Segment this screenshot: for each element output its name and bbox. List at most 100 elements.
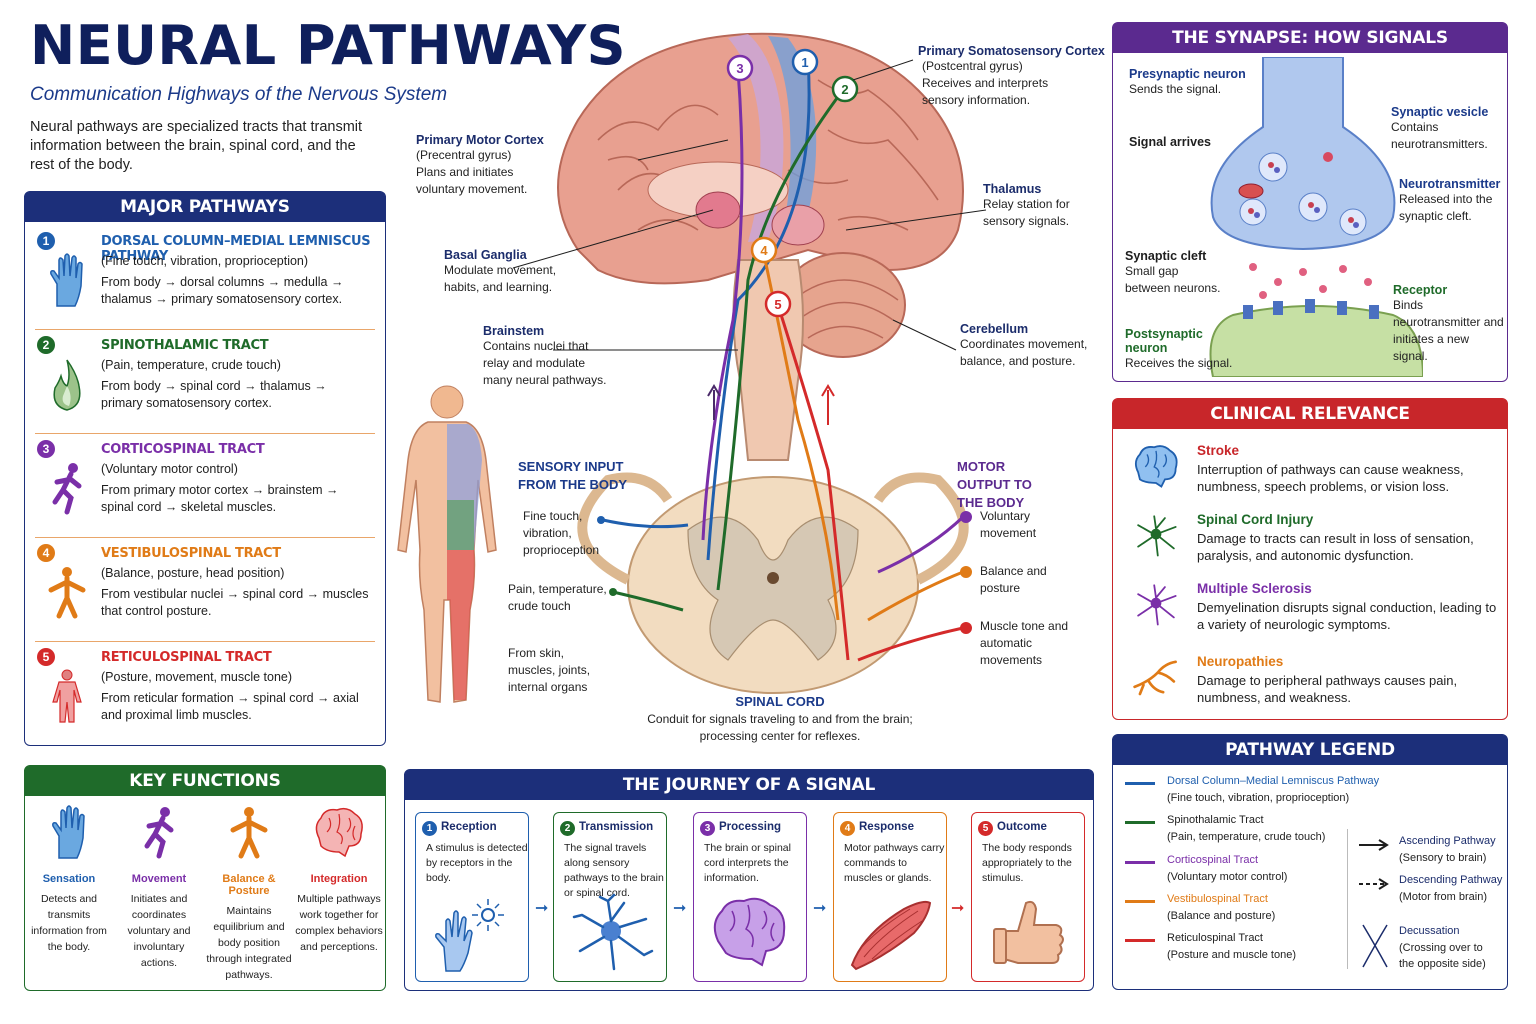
label-title: Basal Ganglia [444, 248, 527, 262]
label-title: Primary Motor Cortex [416, 133, 544, 147]
marker-circle-2 [831, 75, 859, 103]
brain-icon [713, 897, 786, 967]
label-title: Thalamus [983, 182, 1042, 196]
marker-text-3: 3 [736, 61, 743, 76]
step-arrow: ➞ [535, 900, 549, 917]
marker-text-1: 1 [801, 55, 808, 70]
clinical-desc: Demyelination disrupts signal conduction… [1197, 600, 1497, 632]
major-pathways-panel: MAJOR PATHWAYS 1 DORSAL COLUMN–MEDIAL LE… [24, 191, 386, 746]
marker-text-5: 5 [774, 297, 781, 312]
pathway-route: From body → spinal cord → thalamus → pri… [101, 379, 327, 410]
key-function-integration: Integration Multiple pathways work toget… [295, 802, 383, 955]
pathway-route: From body → dorsal columns → medulla → t… [101, 275, 344, 306]
pathway-route: From vestibular nuclei → spinal cord → m… [101, 587, 369, 618]
legend-sub: (Crossing over to [1399, 942, 1483, 954]
key-function-desc: Maintains equilibrium and body position … [206, 905, 292, 981]
synapse-label-signal-arrives: Signal arrives [1129, 135, 1211, 149]
clinical-desc: Damage to peripheral pathways causes pai… [1197, 673, 1458, 705]
legend-name: Spinothalamic Tract [1167, 814, 1264, 826]
pathway-line-spinothalamic [716, 89, 845, 591]
step-arrow: ➞ [673, 900, 687, 917]
label-fine-touch: Fine touch, vibration, proprioception [523, 509, 600, 557]
clinical-name: Spinal Cord Injury [1197, 512, 1314, 527]
legend-sub: (Fine touch, vibration, proprioception) [1167, 792, 1350, 804]
pathway-number: 4 [37, 544, 55, 562]
synapse-label-title: Neurotransmitter [1399, 177, 1501, 191]
pathway-sub: (Fine touch, vibration, proprioception) [101, 254, 309, 268]
synapse-heading: THE SYNAPSE: HOW SIGNALS COMMUNICATE [1113, 23, 1507, 78]
legend-name: Dorsal Column–Medial Lemniscus Pathway [1167, 775, 1380, 787]
postsynaptic-shape [1209, 305, 1423, 377]
label-sub: Plans and initiates voluntary movement. [416, 165, 528, 196]
hand-icon [52, 805, 85, 859]
key-function-name: Integration [310, 873, 368, 885]
pathway-item-reticulospinal: 5 RETICULOSPINAL TRACT (Posture, movemen… [35, 646, 375, 746]
cerebellum-folia [792, 279, 899, 339]
pathway-route: From primary motor cortex → brainstem → … [101, 483, 339, 514]
basal-ganglia-shape [695, 191, 741, 229]
legend-sub: (Balance and posture) [1167, 910, 1276, 922]
clinical-item-neuropathies: Neuropathies Damage to peripheral pathwa… [1123, 654, 1503, 724]
legend-sub: (Posture and muscle tone) [1167, 949, 1297, 961]
key-function-desc: Multiple pathways work together for comp… [295, 893, 383, 953]
neuron-icon [572, 893, 654, 971]
journey-step-processing: 3 Processing The brain or spinal cord in… [693, 812, 807, 982]
key-functions-heading: KEY FUNCTIONS [25, 766, 385, 796]
journey-step-response: 4 Response Motor pathways carry commands… [833, 812, 947, 982]
synapse-label-title: Presynaptic neuron [1129, 67, 1246, 81]
step-number: 4 [840, 821, 855, 836]
intro-text: Neural pathways are specialized tracts t… [30, 119, 363, 173]
pathway-name: DORSAL COLUMN–MEDIAL LEMNISCUS PATHWAY [101, 234, 371, 264]
synapse-label-presynaptic: Presynaptic neuron Sends the signal. [1129, 67, 1246, 98]
hand-icon [50, 253, 83, 307]
label-title: Cerebellum [960, 322, 1029, 336]
synapse-label-title: Receptor [1393, 283, 1448, 297]
legend-panel: PATHWAY LEGEND Dorsal Column–Medial Lemn… [1112, 734, 1508, 990]
balance-figure-icon [230, 807, 268, 859]
brainstem-shape [732, 259, 804, 461]
running-figure-icon [144, 807, 174, 859]
label-thalamus: Thalamus Relay station for sensory signa… [983, 182, 1093, 230]
step-desc: The body responds appropriately to the s… [982, 842, 1072, 884]
step-number: 2 [560, 821, 575, 836]
neuron-icon [1137, 515, 1177, 557]
step-desc: The brain or spinal cord interprets the … [704, 842, 791, 884]
label-somatosensory: Primary Somatosensory Cortex (Postcentra… [918, 44, 1108, 109]
pathway-sub: (Balance, posture, head position) [101, 566, 285, 580]
synapse-label-neurotransmitter: Neurotransmitter Released into the synap… [1399, 177, 1504, 225]
label-pain-temp: Pain, temperature, crude touch [508, 582, 607, 613]
running-figure-icon [52, 463, 82, 515]
journey-heading: THE JOURNEY OF A SIGNAL [405, 770, 1093, 800]
thalamus-shape [771, 204, 825, 246]
pathway-line-corticospinal [701, 69, 744, 541]
legend-divider [1347, 829, 1348, 969]
pathway-item-dorsal: 1 DORSAL COLUMN–MEDIAL LEMNISCUS PATHWAY… [35, 230, 375, 330]
pathway-number: 1 [37, 232, 55, 250]
pathway-number: 2 [37, 336, 55, 354]
pathway-number: 3 [37, 440, 55, 458]
key-functions-panel: KEY FUNCTIONS Sensation Detects and tran… [24, 765, 386, 991]
synapse-label-sub: Binds neurotransmitter and initiates a n… [1393, 298, 1504, 363]
label-sub: Modulate movement, habits, and learning. [444, 263, 557, 294]
step-desc: A stimulus is detected by receptors in t… [426, 842, 528, 884]
synapse-illustration [1209, 57, 1423, 377]
key-function-desc: Initiates and coordinates voluntary and … [127, 893, 191, 969]
key-function-name: Movement [131, 873, 187, 885]
marker-circle-4 [750, 236, 778, 264]
brain-spinal-cord-illustration: 3 1 2 4 5 [512, 32, 987, 694]
synapse-label-vesicle: Synaptic vesicle Contains neurotransmitt… [1391, 105, 1503, 153]
label-cerebellum: Cerebellum Coordinates movement, balance… [960, 322, 1090, 370]
legend-name: Corticospinal Tract [1167, 854, 1259, 866]
descending-arrow [821, 384, 835, 425]
step-arrow: ➞ [813, 900, 827, 917]
step-name: Processing [719, 821, 781, 833]
step-desc: The signal travels along sensory pathway… [564, 842, 664, 899]
clinical-item-spinal-cord-injury: Spinal Cord Injury Damage to tracts can … [1123, 512, 1503, 582]
step-name: Outcome [997, 821, 1047, 833]
label-sub: (Postcentral gyrus) [922, 59, 1023, 73]
pathway-item-spinothalamic: 2 SPINOTHALAMIC TRACT (Pain, temperature… [35, 334, 375, 434]
somatosensory-strip [768, 36, 817, 242]
muscle-icon [850, 900, 932, 971]
clinical-name: Neuropathies [1197, 654, 1284, 669]
pathway-sub: (Voluntary motor control) [101, 462, 238, 476]
